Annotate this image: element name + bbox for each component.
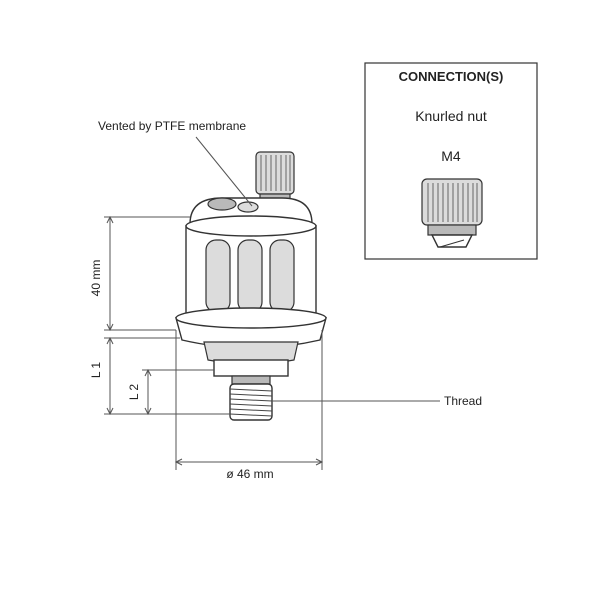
knurled-nut-icon — [421, 178, 483, 248]
height-dimension — [104, 215, 190, 332]
connection-type-label: Knurled nut — [415, 108, 487, 124]
vent-label: Vented by PTFE membrane — [98, 119, 246, 133]
diameter-label: ø 46 mm — [226, 467, 273, 481]
height-label: 40 mm — [89, 260, 103, 297]
l2-dimension — [142, 368, 230, 416]
terminal-nut-icon — [255, 151, 295, 203]
sensor-body — [175, 151, 327, 421]
vent-leader-line — [195, 136, 253, 207]
connection-box-title: CONNECTION(S) — [399, 69, 504, 84]
l1-label: L 1 — [89, 362, 103, 379]
connection-size-label: M4 — [441, 148, 461, 164]
thread-label: Thread — [444, 394, 482, 408]
connection-box: CONNECTION(S) Knurled nut M4 — [364, 62, 538, 260]
diameter-dimension — [174, 330, 324, 470]
l2-label: L 2 — [127, 384, 141, 401]
